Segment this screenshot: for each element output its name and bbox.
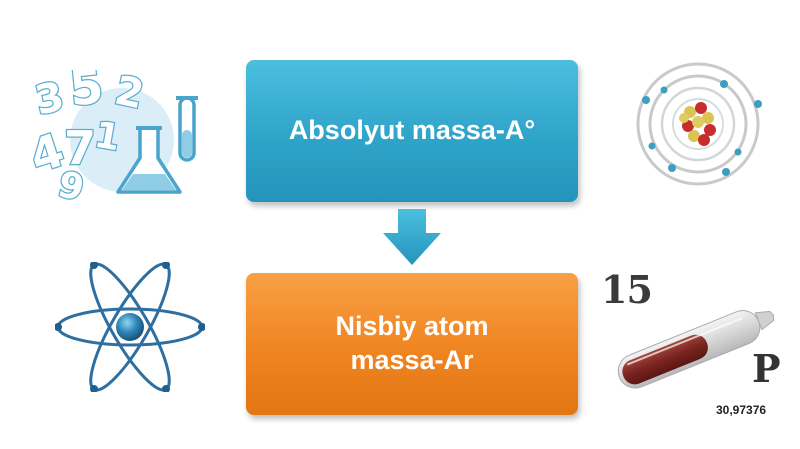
- element-symbol: P: [752, 346, 781, 391]
- down-arrow-icon: [383, 209, 441, 265]
- atom-nucleus-icon: [636, 62, 762, 186]
- digit-3: 3: [31, 74, 68, 125]
- digit-7: 7: [64, 121, 96, 175]
- absolute-mass-label: Absolyut massa-A°: [288, 115, 536, 146]
- phosphorus-tube-icon: [617, 310, 774, 389]
- absolute-mass-box: Absolyut massa-A°: [246, 60, 578, 202]
- numbers-flask-icon: 3 5 2 4 7 1 9: [30, 70, 198, 200]
- atomic-number: 15: [601, 267, 653, 312]
- atom-orbit-icon: [55, 262, 205, 392]
- digit-5: 5: [67, 70, 106, 117]
- atomic-mass: 30,97376: [716, 403, 767, 417]
- relative-mass-box: Nisbiy atom massa-Ar: [246, 273, 578, 415]
- relative-mass-label: Nisbiy atom massa-Ar: [335, 311, 489, 375]
